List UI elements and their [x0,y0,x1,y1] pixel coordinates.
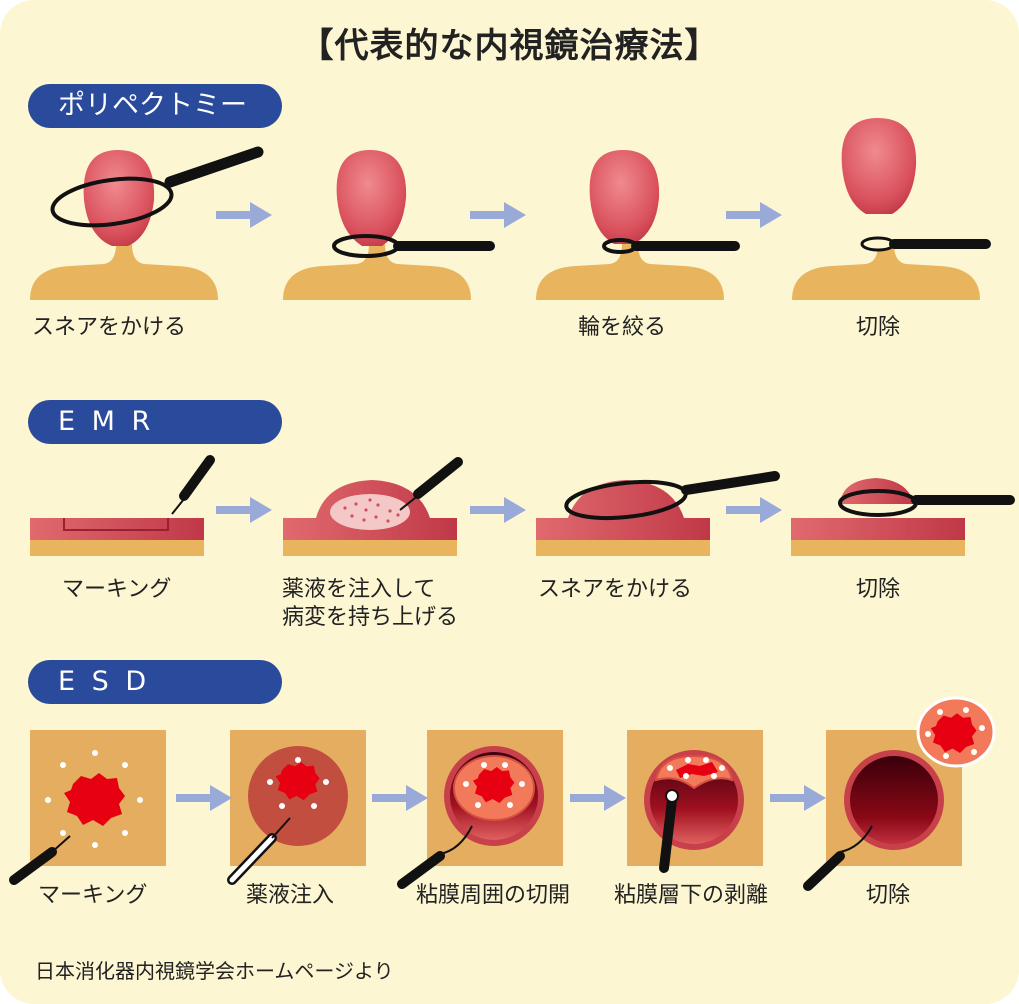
section-label-esd: E S D [28,660,282,704]
caption-emr-inject-line1: 薬液を注入して [282,577,436,602]
polypectomy-step-3 [536,150,740,300]
section-label-emr: E M R [28,400,282,444]
caption-emr-snare: スネアをかける [538,577,693,602]
page-title: 【代表的な内視鏡治療法】 [299,26,720,66]
emr-step-2 [283,457,463,556]
esd-step-1 [9,730,166,885]
caption-esd-dissection: 粘膜層下の剥離 [614,883,769,908]
caption-emr-resect: 切除 [856,577,901,602]
esd-step-2 [227,730,366,885]
esd-step-5 [803,696,996,891]
caption-polypectomy-snare: スネアをかける [32,315,187,340]
esd-step-3 [397,730,563,889]
emr-step-4 [791,478,1015,556]
section-label-polypectomy: ポリペクトミー [28,84,282,128]
caption-esd-injection: 薬液注入 [246,883,335,908]
source-credit: 日本消化器内視鏡学会ホームページより [35,959,394,983]
emr-step-1 [30,455,215,556]
caption-emr-marking: マーキング [62,577,172,602]
polypectomy-step-4 [792,118,991,300]
caption-polypectomy-resect: 切除 [856,315,901,340]
caption-esd-marking: マーキング [38,883,148,908]
polypectomy-step-1 [30,146,264,300]
emr-step-3 [536,471,780,556]
caption-polypectomy-tighten: 輪を絞る [578,315,667,340]
caption-emr-inject-line2: 病変を持ち上げる [282,605,459,630]
caption-esd-resect: 切除 [866,883,911,908]
esd-step-4 [627,730,763,873]
caption-esd-incision: 粘膜周囲の切開 [416,883,571,908]
polypectomy-step-2 [283,150,495,300]
